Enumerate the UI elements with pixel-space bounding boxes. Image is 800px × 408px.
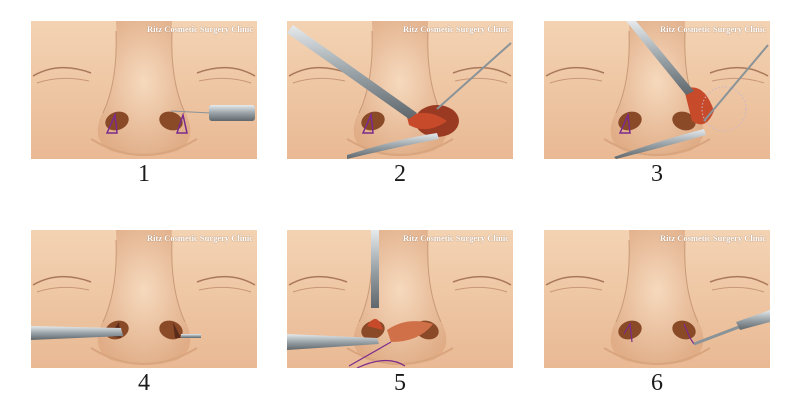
step-number: 2 [394,161,406,187]
watermark: Ritz Cosmetic Surgery Clinic [403,233,509,243]
watermark: Ritz Cosmetic Surgery Clinic [660,233,766,243]
step-number: 5 [394,370,406,396]
step-2-illustration: Ritz Cosmetic Surgery Clinic [287,21,513,159]
step-number: 1 [138,161,150,187]
step-4-illustration: Ritz Cosmetic Surgery Clinic [31,230,257,368]
watermark: Ritz Cosmetic Surgery Clinic [403,24,509,34]
step-number: 6 [651,370,663,396]
step-3-illustration: Ritz Cosmetic Surgery Clinic [544,21,770,159]
step-6-illustration: Ritz Cosmetic Surgery Clinic [544,230,770,368]
step-1-illustration: Ritz Cosmetic Surgery Clinic [31,21,257,159]
step-number: 3 [651,161,663,187]
watermark: Ritz Cosmetic Surgery Clinic [147,233,253,243]
step-5-illustration: Ritz Cosmetic Surgery Clinic [287,230,513,368]
watermark: Ritz Cosmetic Surgery Clinic [147,24,253,34]
watermark: Ritz Cosmetic Surgery Clinic [660,24,766,34]
step-number: 4 [138,370,150,396]
